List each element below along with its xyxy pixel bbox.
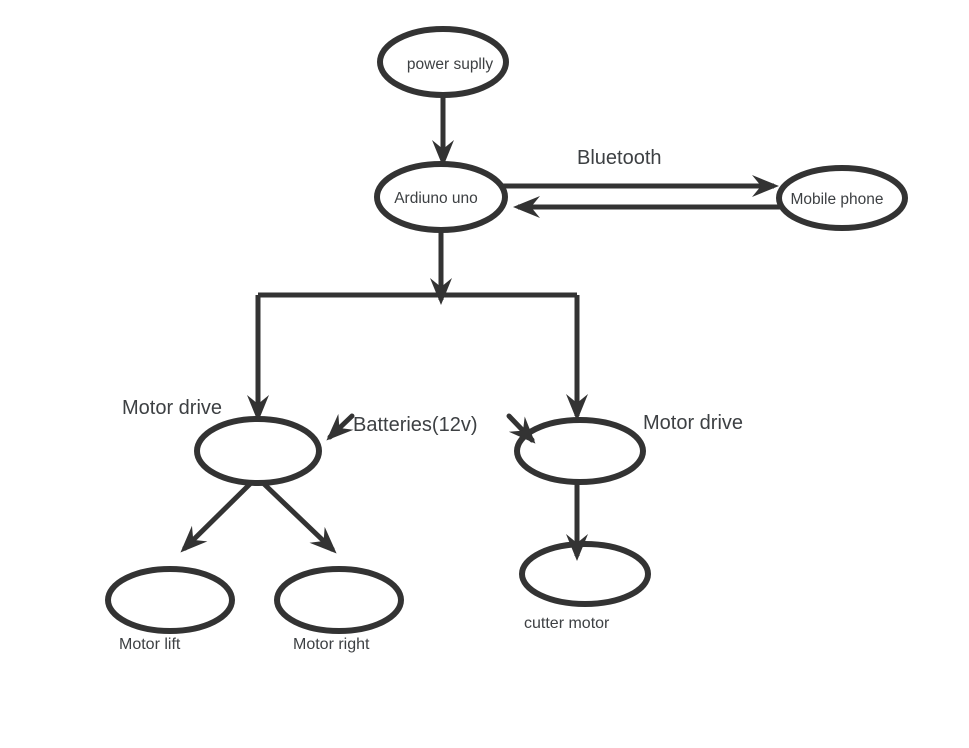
label-motor-lift: Motor lift [119,636,181,653]
edge-drive-to-motor-right [261,481,337,554]
label-mobile-phone: Mobile phone [790,191,883,208]
label-motor-right: Motor right [293,636,370,653]
node-motor-lift [105,566,235,634]
label-bluetooth: Bluetooth [577,147,662,169]
label-cutter-motor: cutter motor [524,615,610,632]
edge-drive-to-motor-lift [180,480,254,553]
node-motor-drive-left [194,416,322,486]
node-mobile-phone [776,165,908,231]
label-arduino: Ardiuno uno [394,190,478,207]
label-motor-drive-right: Motor drive [643,412,743,434]
node-motor-right [274,566,404,634]
label-batteries: Batteries(12v) [353,414,478,436]
node-cutter-motor [519,541,651,607]
edge-batteries-to-drive-left [326,413,355,441]
edge-batteries-to-drive-right [506,413,536,444]
label-motor-drive-left: Motor drive [122,397,222,419]
node-motor-drive-right [514,417,646,485]
label-power-supply: power suplly [407,56,493,73]
